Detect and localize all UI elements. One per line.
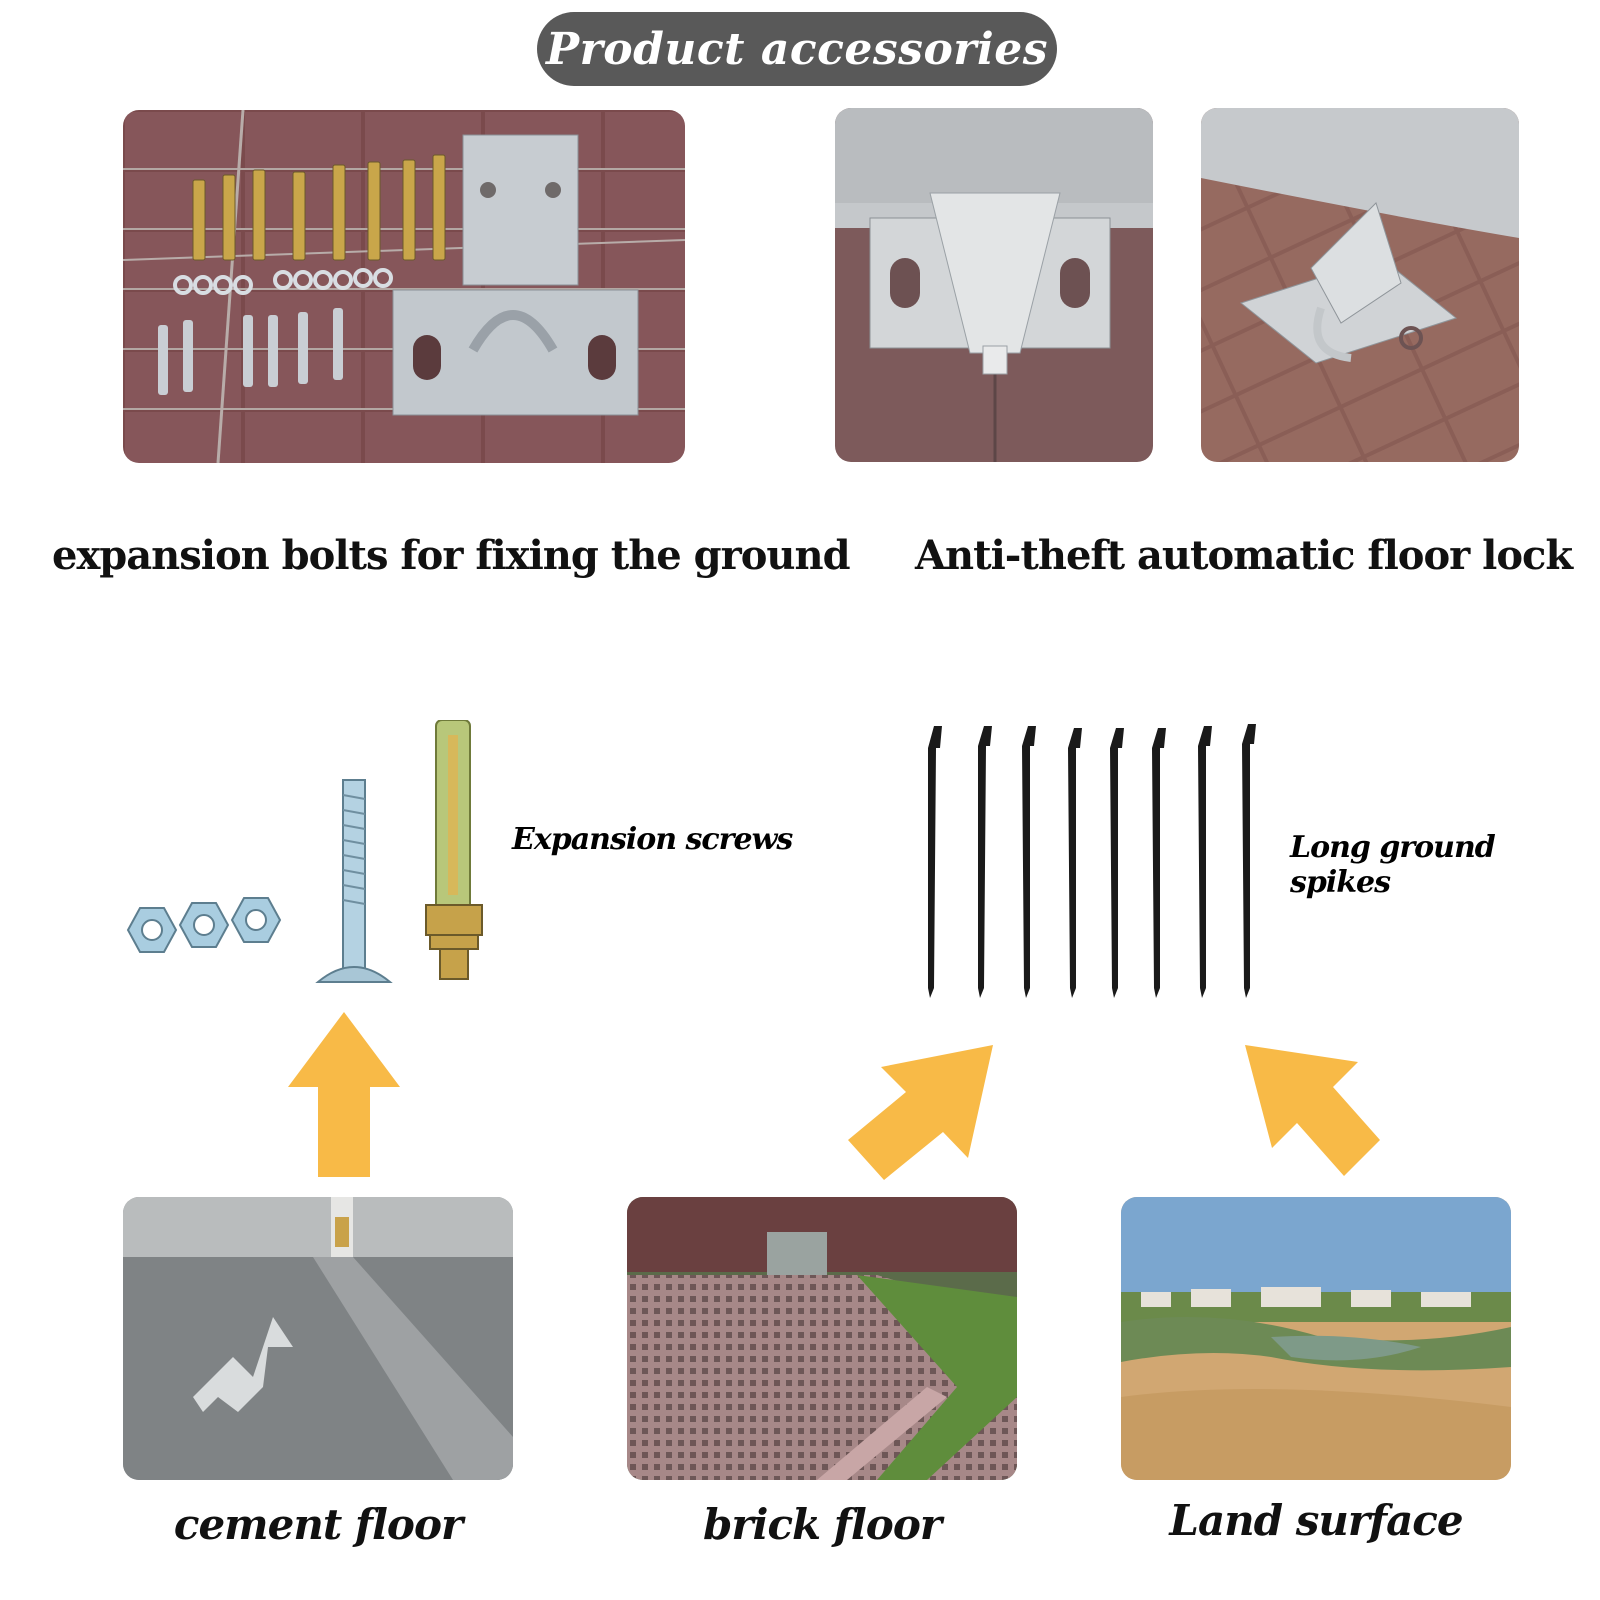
floor-lock-front-photo — [835, 108, 1153, 462]
expansion-bolts-caption: expansion bolts for fixing the ground — [52, 532, 851, 579]
ground-spikes-label: Long ground spikes — [1290, 830, 1496, 900]
page-title: Product accessories — [546, 23, 1048, 75]
land-surface-label: Land surface — [1169, 1496, 1463, 1545]
cement-floor-label: cement floor — [173, 1500, 463, 1549]
page-title-pill: Product accessories — [537, 12, 1057, 86]
land-surface-photo — [1121, 1197, 1511, 1480]
ground-spikes-illustration — [920, 718, 1280, 1008]
arrow-up-icon — [288, 1012, 400, 1177]
hex-nut-icon — [126, 907, 178, 953]
arrow-up-right-icon — [848, 1045, 993, 1180]
brick-floor-label: brick floor — [703, 1500, 942, 1549]
cement-floor-photo — [123, 1197, 513, 1480]
expansion-screws-label: Expansion screws — [512, 822, 793, 857]
floor-lock-caption: Anti-theft automatic floor lock — [915, 532, 1573, 579]
expansion-bolts-kit-photo — [123, 110, 685, 463]
arrow-up-left-icon — [1245, 1045, 1380, 1176]
expansion-screws-illustration — [118, 719, 508, 1000]
floor-lock-angle-photo — [1201, 108, 1519, 462]
brick-floor-photo — [627, 1197, 1017, 1480]
